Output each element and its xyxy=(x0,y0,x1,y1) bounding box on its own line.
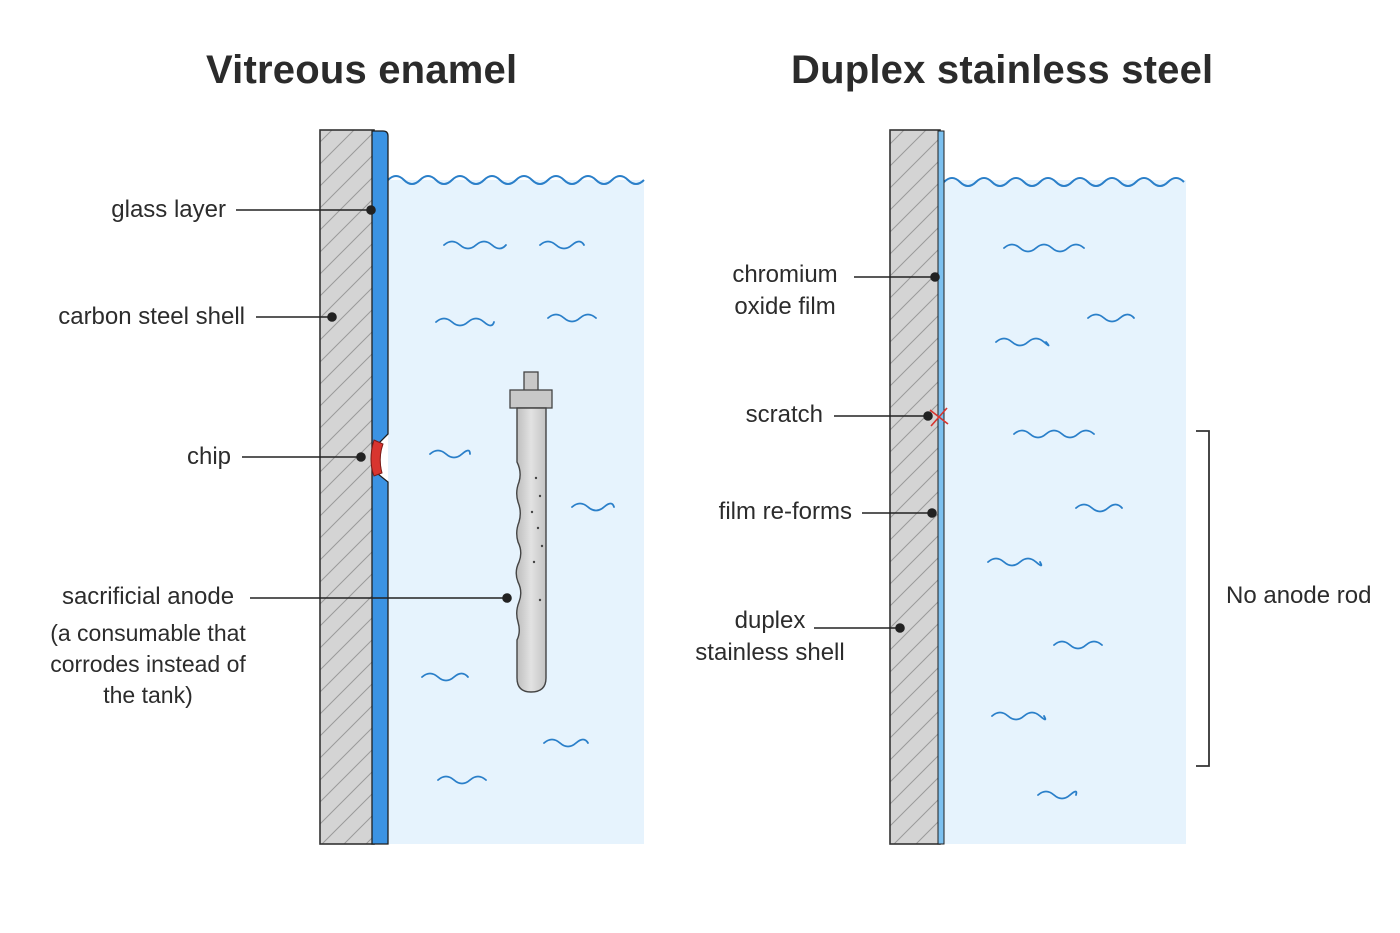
enamel-chip xyxy=(370,439,384,477)
glass-layer xyxy=(371,130,389,845)
chromium-oxide-film xyxy=(937,130,945,845)
no-anode-rod-label: No anode rod xyxy=(1226,582,1372,609)
duplex-shell-label-1: duplex xyxy=(734,607,806,634)
enamel-water xyxy=(388,180,644,844)
carbon-steel-shell-label: carbon steel shell xyxy=(58,303,245,330)
sacrificial-anode xyxy=(509,371,553,693)
sacrificial-anode-note-2: corrodes instead of xyxy=(50,651,246,677)
duplex-leader-lines xyxy=(814,272,940,633)
scratch-mark xyxy=(929,407,949,427)
chromium-oxide-label-2: oxide film xyxy=(734,293,836,320)
duplex-water-surface xyxy=(943,177,1185,187)
duplex-stainless-shell xyxy=(889,129,941,845)
glass-layer-label: glass layer xyxy=(111,196,226,223)
enamel-water-ripples xyxy=(421,240,615,785)
duplex-water xyxy=(944,180,1186,844)
duplex-shell-label-2: stainless shell xyxy=(695,639,845,666)
duplex-water-ripples xyxy=(987,243,1135,800)
carbon-steel-shell xyxy=(319,129,375,845)
film-reforms-label: film re-forms xyxy=(718,498,852,525)
sacrificial-anode-note-3: the tank) xyxy=(103,682,193,708)
sacrificial-anode-label: sacrificial anode xyxy=(61,583,235,610)
enamel-panel-title: Vitreous enamel xyxy=(206,48,518,92)
chromium-oxide-label-1: chromium xyxy=(732,261,838,288)
enamel-leader-lines xyxy=(236,205,512,603)
scratch-label: scratch xyxy=(745,401,823,428)
chip-label: chip xyxy=(186,443,231,470)
duplex-panel-title: Duplex stainless steel xyxy=(791,48,1214,92)
enamel-water-surface xyxy=(387,175,645,185)
sacrificial-anode-note-1: (a consumable that xyxy=(50,620,246,646)
no-anode-bracket xyxy=(1196,430,1210,767)
